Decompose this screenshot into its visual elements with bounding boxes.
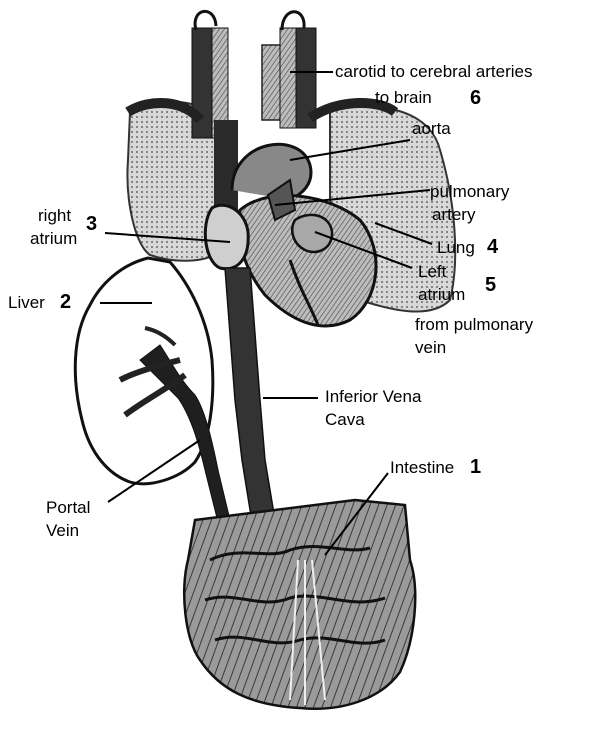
left-atrium-label-line2: atrium	[418, 285, 465, 305]
left-atrium-number: 5	[485, 275, 496, 295]
intestines	[184, 500, 415, 709]
right-loop-arrow	[282, 12, 304, 30]
ivc-label-line1: Inferior Vena	[325, 387, 421, 407]
intestine-label: Intestine	[390, 458, 454, 478]
aorta-label: aorta	[412, 119, 451, 139]
pulmonary-artery-label-line1: pulmonary	[430, 182, 509, 202]
liver-number: 2	[60, 292, 71, 312]
liver-label: Liver	[8, 293, 45, 313]
from-pulmonary-vein-label-line1: from pulmonary	[415, 315, 533, 335]
left-atrium-shape	[292, 215, 332, 252]
carotid-label-line2: to brain	[375, 88, 432, 108]
portal-vein-label-line2: Vein	[46, 521, 79, 541]
portal-vein-label-line1: Portal	[46, 498, 90, 518]
right-carotid	[280, 28, 296, 128]
left-loop-arrow	[195, 11, 216, 30]
carotid-label-line1: carotid to cerebral arteries	[335, 62, 532, 82]
left-atrium-label-line1: Left	[418, 262, 446, 282]
carotid-number: 6	[470, 88, 481, 108]
ivc-label-line2: Cava	[325, 410, 365, 430]
right-atrium-label-line1: right	[38, 206, 71, 226]
right-atrium-shape	[205, 205, 248, 268]
right-atrium-label-line2: atrium	[30, 229, 77, 249]
right-atrium-number: 3	[86, 214, 97, 234]
lung-label: Lung	[437, 238, 475, 258]
from-pulmonary-vein-label-line2: vein	[415, 338, 446, 358]
lung-number: 4	[487, 237, 498, 257]
pulmonary-artery-label-line2: artery	[432, 205, 475, 225]
inferior-vena-cava	[225, 268, 275, 522]
intestine-number: 1	[470, 457, 481, 477]
